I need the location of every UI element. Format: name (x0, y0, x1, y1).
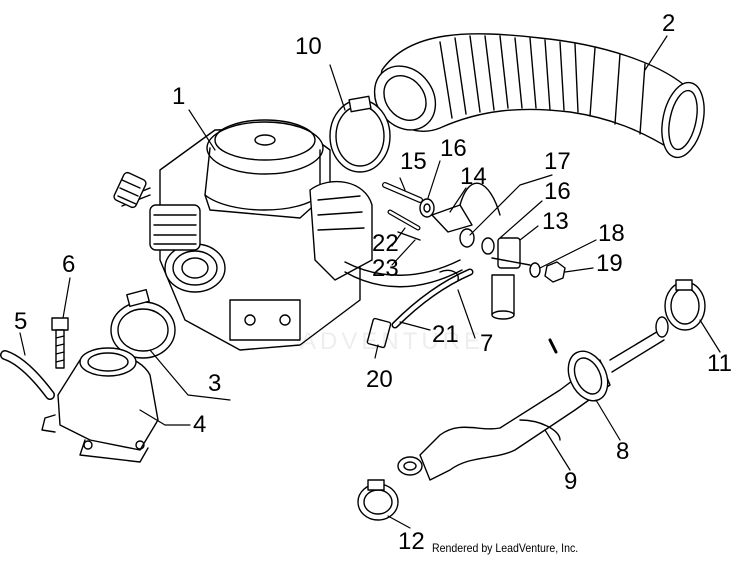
callout-22: 22 (372, 230, 399, 257)
callout-4: 4 (193, 411, 207, 438)
callout-16b: 16 (544, 178, 571, 205)
fitting-13 (459, 228, 566, 320)
intake-duct (373, 33, 705, 159)
vacuum-hose (0, 350, 55, 400)
screws-washers (382, 182, 435, 241)
intake-manifold (41, 347, 159, 463)
bolt-6 (51, 317, 69, 369)
callout-7: 7 (480, 330, 494, 357)
callout-3: 3 (208, 370, 222, 397)
callout-21: 21 (432, 321, 459, 348)
hose-clamp-3 (110, 288, 176, 359)
hose-clamp-11 (664, 279, 706, 331)
carburetor (113, 119, 463, 351)
callout-12: 12 (398, 528, 425, 555)
fuel-hose (366, 268, 474, 349)
callout-2: 2 (662, 10, 676, 37)
callout-16a: 16 (440, 135, 467, 162)
callout-9: 9 (564, 468, 578, 495)
leader-lines (19, 35, 721, 529)
callout-14: 14 (460, 163, 487, 190)
callout-8: 8 (616, 438, 630, 465)
callout-19: 19 (596, 250, 623, 277)
callout-17: 17 (544, 148, 571, 175)
clamp-8 (567, 350, 609, 402)
hose-clamp-12 (357, 479, 399, 521)
hose-clamp-10 (329, 95, 391, 173)
callout-6: 6 (62, 251, 76, 278)
callout-5: 5 (14, 308, 28, 335)
callout-11: 11 (707, 350, 732, 377)
callout-15: 15 (400, 148, 427, 175)
callout-1: 1 (172, 83, 186, 110)
watermark: ADVENTURE (300, 328, 485, 355)
callout-18: 18 (598, 220, 625, 247)
callout-10: 10 (295, 33, 322, 60)
callout-23: 23 (372, 255, 399, 282)
credit-text: Rendered by LeadVenture, Inc. (432, 541, 579, 555)
callout-13: 13 (542, 208, 569, 235)
callout-20: 20 (366, 366, 393, 393)
exhaust-pipe (397, 316, 669, 481)
bracket-14 (431, 182, 501, 233)
